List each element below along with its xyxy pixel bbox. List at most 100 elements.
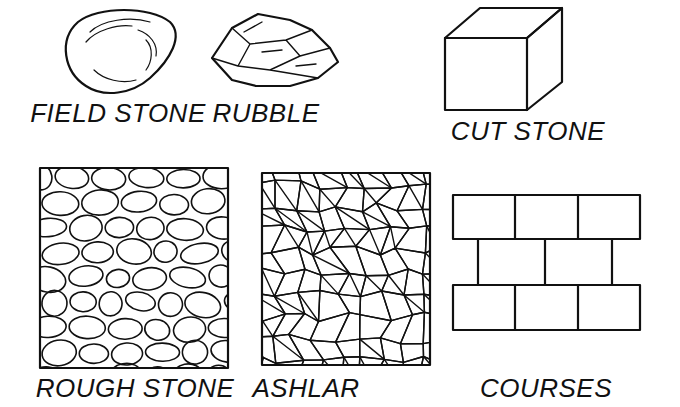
stone-joint bbox=[263, 321, 273, 336]
field-stone-drawing bbox=[66, 10, 176, 93]
cobble bbox=[54, 168, 90, 191]
stone-joint bbox=[336, 173, 364, 189]
ashlar-stone bbox=[273, 334, 304, 363]
cobble bbox=[181, 339, 209, 366]
ashlar-stone bbox=[354, 173, 392, 189]
cobble bbox=[142, 317, 172, 343]
stone-joint bbox=[262, 209, 285, 225]
cobble bbox=[156, 290, 185, 319]
ashlar-stone bbox=[310, 313, 349, 343]
ashlar-stone bbox=[262, 180, 275, 209]
cobble bbox=[68, 315, 106, 340]
stone-label: COURSES bbox=[480, 375, 612, 401]
ashlar-stone bbox=[319, 357, 344, 365]
cobble bbox=[106, 361, 144, 368]
ashlar-stone bbox=[400, 312, 424, 343]
cobble bbox=[131, 266, 168, 292]
ashlar-stone bbox=[423, 209, 431, 226]
ashlar-stone bbox=[404, 294, 424, 315]
stone-joint bbox=[298, 292, 319, 321]
ashlar-stone bbox=[380, 227, 409, 255]
cobble bbox=[179, 240, 220, 267]
cobble bbox=[159, 194, 188, 215]
ashlar-stone bbox=[404, 269, 424, 295]
ashlar-stone bbox=[376, 203, 409, 229]
stone-joint bbox=[313, 255, 350, 273]
ashlar-stone bbox=[313, 228, 345, 255]
stone-label: ASHLAR bbox=[252, 375, 359, 401]
cobble bbox=[219, 237, 228, 266]
ashlar-stone bbox=[298, 291, 320, 322]
stone-label: FIELD STONE bbox=[30, 100, 206, 126]
ashlar-stone bbox=[298, 269, 321, 292]
cobble bbox=[79, 344, 108, 364]
cobble bbox=[40, 315, 67, 338]
stone-joint bbox=[364, 189, 376, 203]
ashlar-stone bbox=[336, 339, 360, 357]
rough-stone-wall bbox=[27, 163, 273, 394]
stone-joint bbox=[301, 181, 319, 212]
stone-joint bbox=[391, 227, 396, 248]
ashlar-stone bbox=[310, 340, 344, 360]
cobble bbox=[81, 241, 114, 264]
stone-label: ROUGH STONE bbox=[36, 375, 235, 401]
cobble bbox=[172, 315, 208, 345]
stone-joint bbox=[275, 208, 307, 232]
stone-joint bbox=[409, 186, 423, 210]
cobble bbox=[68, 213, 105, 244]
ashlar-stone bbox=[396, 173, 426, 186]
cobble bbox=[152, 239, 179, 265]
coursed-blocks bbox=[453, 195, 640, 330]
stone-label: CUT STONE bbox=[451, 118, 605, 144]
ashlar-stone bbox=[376, 186, 409, 211]
cobble bbox=[182, 289, 223, 322]
stone-joint bbox=[354, 173, 392, 188]
ashlar-stone bbox=[273, 314, 305, 337]
cobble bbox=[207, 263, 228, 290]
ashlar-stone bbox=[421, 173, 430, 185]
stone-joint bbox=[344, 228, 355, 246]
stone-joint bbox=[366, 276, 382, 291]
stone-joint bbox=[285, 225, 299, 247]
ashlar-stone bbox=[336, 173, 364, 189]
ashlar-stone bbox=[360, 315, 392, 340]
stone-joint bbox=[262, 183, 275, 208]
cobble bbox=[190, 187, 226, 216]
ashlar-stone bbox=[342, 357, 360, 365]
cut-stone-drawing bbox=[445, 8, 562, 110]
ashlar-stone bbox=[402, 357, 423, 366]
cobble bbox=[91, 168, 127, 191]
cobble bbox=[81, 188, 120, 216]
cobble bbox=[168, 264, 207, 291]
ashlar-stone bbox=[275, 208, 307, 232]
cobble bbox=[124, 289, 157, 313]
stone-joint bbox=[404, 295, 424, 312]
cobble bbox=[105, 217, 134, 238]
ashlar-stone bbox=[423, 184, 431, 210]
stone-joint bbox=[360, 357, 373, 365]
cobble bbox=[70, 291, 97, 312]
stone-joint bbox=[325, 231, 330, 247]
stone-joint bbox=[350, 274, 361, 297]
cobble bbox=[205, 215, 228, 240]
ashlar-stone bbox=[397, 209, 427, 228]
stone-joint bbox=[396, 173, 426, 184]
ashlar-stone bbox=[423, 247, 431, 274]
stone-joint bbox=[273, 336, 304, 360]
cobble bbox=[166, 217, 204, 241]
cobble bbox=[98, 290, 123, 317]
cobble bbox=[128, 168, 165, 189]
stone-joint bbox=[275, 180, 297, 211]
stone-joint bbox=[344, 357, 359, 365]
ashlar-stone bbox=[336, 313, 360, 343]
cobble bbox=[68, 264, 105, 289]
ashlar-stone bbox=[262, 208, 285, 226]
cobble bbox=[108, 318, 143, 340]
cobble bbox=[40, 337, 78, 368]
ashlar-stone bbox=[338, 294, 360, 315]
stone-joint bbox=[297, 211, 325, 231]
stone-joint bbox=[262, 268, 274, 296]
cobble bbox=[120, 189, 157, 213]
cobble bbox=[40, 217, 67, 238]
